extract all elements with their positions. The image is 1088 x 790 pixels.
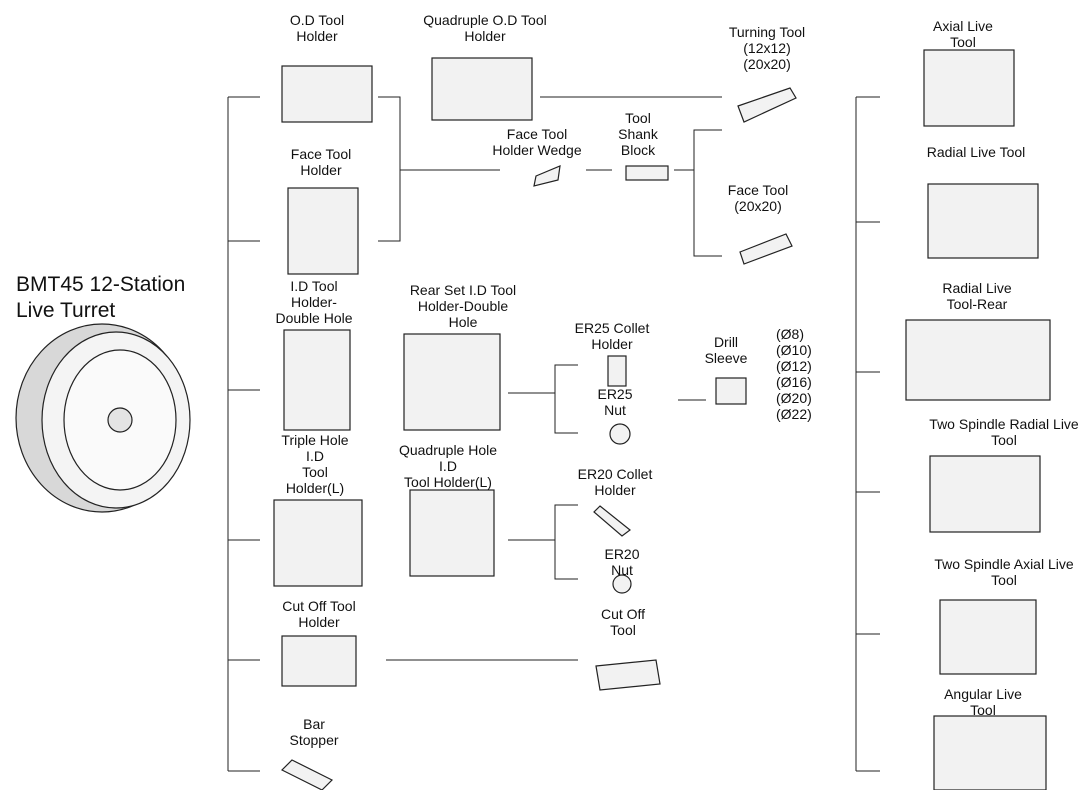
cutoff-holder-image [281,635,357,687]
er25-holder-image [607,355,627,387]
radial-live-image [927,183,1039,259]
diagram-title: BMT45 12-Station Live Turret [16,273,186,322]
face-tool-image [739,233,793,265]
id-double-holder-image [283,329,351,431]
turret-image [15,323,191,513]
er25-nut-image [609,423,631,445]
rear-id-holder-image [403,333,501,431]
axial-live-image [923,49,1015,127]
angular-live-image [933,715,1047,790]
radial-rear-image [905,319,1051,401]
cutoff-tool-image [595,659,661,691]
er20-nut-image [612,574,632,594]
connector-lines [227,96,880,772]
two-spindle-axial-image [939,599,1037,675]
face-wedge-image [533,165,561,187]
quad-id-holder-image [409,489,495,577]
drill-sleeve-image [715,377,747,405]
two-spindle-radial-image [929,455,1041,533]
turning-tool-image [737,87,797,123]
label-face-tool: Face Tool(20x20) [727,182,789,214]
face-holder-image [287,187,359,275]
triple-id-holder-image [273,499,363,587]
part-images [273,49,1051,790]
er20-holder-image [593,505,631,537]
bar-stopper-image [280,759,334,790]
quad-od-holder-image [431,57,533,121]
label-turning-tool: Turning Tool(12x12)(20x20) [728,24,806,72]
shank-block-image [625,165,669,181]
label-radial-live-tool: Radial Live Tool [926,144,1026,160]
drill-sleeve-sizes: (Ø8) (Ø10) (Ø12) (Ø16) (Ø20) (Ø22) [776,326,812,422]
od-holder-image [281,65,373,123]
